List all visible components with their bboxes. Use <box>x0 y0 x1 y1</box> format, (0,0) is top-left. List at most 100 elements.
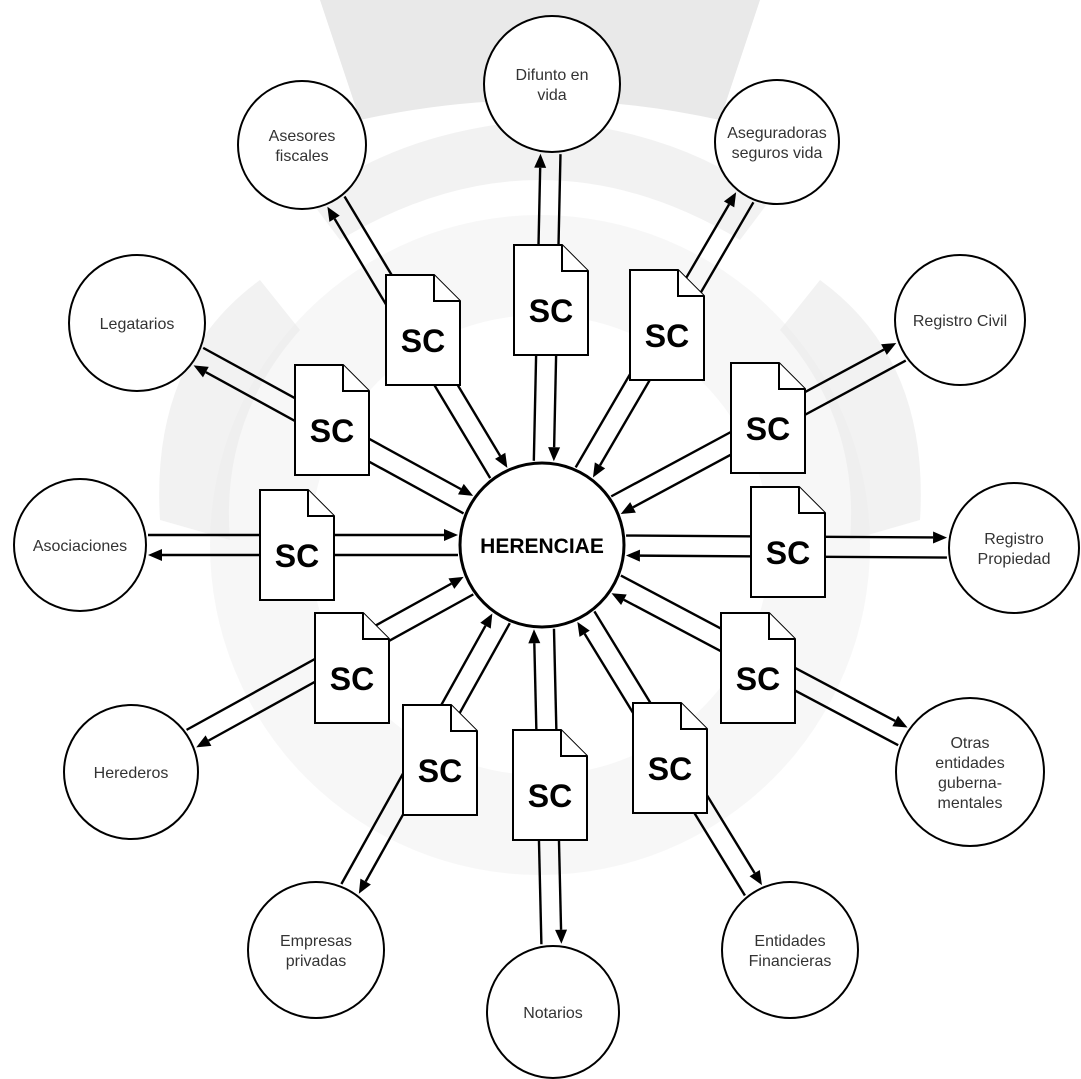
node-asociaciones[interactable]: Asociaciones <box>13 478 147 612</box>
node-circle <box>483 15 621 153</box>
arrow-to-hub-difunto-head <box>548 447 561 462</box>
arrow-to-aseguradoras-head <box>723 192 737 208</box>
node-label: Registro Civil <box>913 313 1007 330</box>
document-label: SC <box>746 411 790 447</box>
hub-label: HERENCIAE <box>480 535 604 558</box>
document-fold <box>450 705 477 732</box>
document-body <box>402 704 478 816</box>
node-registro-civil[interactable]: Registro Civil <box>894 254 1026 386</box>
document-label: SC <box>645 318 689 354</box>
node-circle <box>63 704 199 840</box>
document-label: SC <box>529 293 573 329</box>
node-label: Aseguradoras <box>727 125 827 142</box>
arrow-to-herederos-head <box>196 735 212 748</box>
arrow-to-legatarios-head <box>193 365 209 378</box>
document-fold <box>433 275 460 302</box>
document-label: SC <box>648 751 692 787</box>
arrow-to-otras-entidades-head <box>892 715 908 728</box>
node-label: fiscales <box>275 148 328 165</box>
document-body <box>314 612 390 724</box>
node-circle <box>247 881 385 1019</box>
sc-document-icon: SC <box>385 274 461 386</box>
node-circle <box>721 881 859 1019</box>
sc-document-icon: SC <box>402 704 478 816</box>
node-label: seguros vida <box>732 145 823 162</box>
document-fold <box>798 487 825 514</box>
document-fold <box>362 613 389 640</box>
node-label: Entidades <box>754 933 825 950</box>
node-label: Legatarios <box>100 316 175 333</box>
node-label: privadas <box>286 953 346 970</box>
node-label: Propiedad <box>978 551 1051 568</box>
node-label: entidades <box>935 755 1004 772</box>
node-label: Otras <box>950 735 989 752</box>
document-body <box>513 244 589 356</box>
document-fold <box>677 270 704 297</box>
hub-node[interactable]: HERENCIAE <box>458 461 626 629</box>
document-label: SC <box>766 535 810 571</box>
document-label: SC <box>310 413 354 449</box>
arrow-to-empresas-privadas-head <box>358 878 371 894</box>
arrow-to-hub-aseguradoras-head <box>592 462 606 478</box>
document-body <box>512 729 588 841</box>
document-body <box>629 269 705 381</box>
sc-document-icon: SC <box>259 489 335 601</box>
document-fold <box>768 613 795 640</box>
node-label: Empresas <box>280 933 352 950</box>
document-label: SC <box>275 538 319 574</box>
document-fold <box>680 703 707 730</box>
arrow-to-notarios-head <box>555 929 568 944</box>
sc-document-icon: SC <box>750 486 826 598</box>
node-notarios[interactable]: Notarios <box>486 945 620 1079</box>
node-circle <box>714 79 840 205</box>
node-circle <box>948 482 1080 614</box>
node-empresas-privadas[interactable]: Empresas privadas <box>247 881 385 1019</box>
arrow-to-registro-propiedad-head <box>933 531 948 544</box>
arrow-to-asesores-fiscales-head <box>327 206 340 222</box>
node-label: Herederos <box>94 765 169 782</box>
sc-document-icon: SC <box>314 612 390 724</box>
arrow-to-difunto-head <box>534 153 547 168</box>
document-label: SC <box>401 323 445 359</box>
document-body <box>294 364 370 476</box>
document-fold <box>307 490 334 517</box>
node-label: mentales <box>938 795 1003 812</box>
document-body <box>720 612 796 724</box>
node-label: Asociaciones <box>33 538 127 555</box>
document-body <box>730 362 806 474</box>
node-circle <box>895 697 1045 847</box>
arrow-to-hub-otras-entidades-head <box>611 593 627 606</box>
arrow-to-hub-entidades-financieras-head <box>577 621 590 637</box>
document-fold <box>342 365 369 392</box>
arrow-to-hub-legatarios-head <box>457 483 474 496</box>
arrow-to-entidades-financieras-head <box>749 870 762 886</box>
node-label: Notarios <box>523 1005 583 1022</box>
node-circle <box>13 478 147 612</box>
sc-document-icon: SC <box>629 269 705 381</box>
arrow-to-hub-asociaciones-head <box>444 529 458 541</box>
node-circle <box>68 254 206 392</box>
arrow-to-hub-registro-civil-head <box>620 502 636 514</box>
document-body <box>385 274 461 386</box>
node-legatarios[interactable]: Legatarios <box>68 254 206 392</box>
node-aseguradoras[interactable]: Aseguradoras seguros vida <box>714 79 840 205</box>
sc-document-icon: SC <box>632 702 708 814</box>
node-circle <box>894 254 1026 386</box>
arrow-to-hub-empresas-privadas-head <box>480 613 493 629</box>
node-herederos[interactable]: Herederos <box>63 704 199 840</box>
node-label: Difunto en <box>516 67 589 84</box>
document-fold <box>561 245 588 272</box>
document-label: SC <box>330 661 374 697</box>
document-fold <box>560 730 587 757</box>
node-otras-entidades[interactable]: Otras entidades guberna-mentales <box>895 697 1045 847</box>
node-label: guberna- <box>938 775 1002 792</box>
sc-document-icon: SC <box>512 729 588 841</box>
